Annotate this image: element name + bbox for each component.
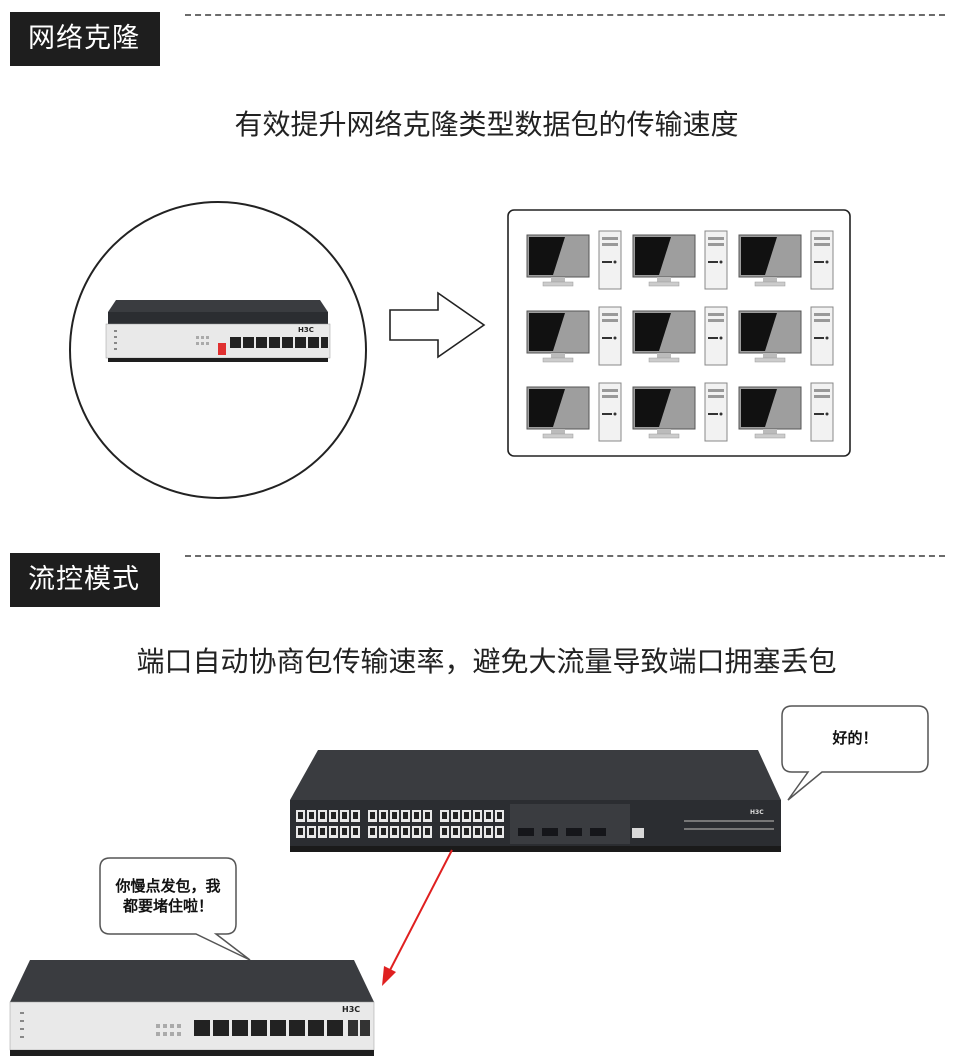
speech-bubble-small-switch: 你慢点发包，我 都要堵住啦！ bbox=[98, 856, 268, 966]
rj45-port bbox=[270, 1020, 286, 1036]
bubble-text-slow-down-2: 都要堵住啦！ bbox=[122, 897, 213, 915]
section-header-network-clone: 网络克隆 bbox=[10, 12, 950, 68]
client-computer-icon bbox=[632, 230, 728, 290]
red-flow-arrow bbox=[374, 848, 464, 988]
svg-text:H3C: H3C bbox=[298, 326, 314, 334]
client-computer-icon bbox=[738, 230, 834, 290]
switch-circle: H3C bbox=[68, 200, 368, 500]
section-header-flow-control: 流控模式 bbox=[10, 553, 950, 609]
rj45-port bbox=[327, 1020, 343, 1036]
client-computer-icon bbox=[632, 382, 728, 442]
section-divider bbox=[185, 14, 945, 16]
rj45-port bbox=[194, 1020, 210, 1036]
bubble-text-ok: 好的！ bbox=[832, 729, 878, 747]
client-computer-icon bbox=[738, 306, 834, 366]
uplink-port bbox=[348, 1020, 358, 1036]
client-grid-panel bbox=[507, 209, 851, 457]
speech-bubble-shape bbox=[781, 705, 929, 801]
rj45-port bbox=[213, 1020, 229, 1036]
access-switch: H3C bbox=[9, 960, 375, 1056]
forward-arrow bbox=[388, 290, 488, 360]
client-computer-icon bbox=[526, 230, 622, 290]
rj45-port bbox=[232, 1020, 248, 1036]
speech-bubble-shape bbox=[99, 857, 251, 961]
section-divider bbox=[185, 555, 945, 557]
section-tag-flow-control: 流控模式 bbox=[10, 553, 160, 607]
red-arrow-icon bbox=[382, 849, 453, 986]
rj45-port bbox=[308, 1020, 324, 1036]
speech-bubble-core-switch: 好的！ bbox=[780, 704, 940, 804]
section-tag-network-clone: 网络克隆 bbox=[10, 12, 160, 66]
small-switch-circle-illustration: H3C bbox=[69, 201, 367, 499]
client-computer-icon bbox=[526, 382, 622, 442]
network-clone-subtitle: 有效提升网络克隆类型数据包的传输速度 bbox=[234, 108, 739, 141]
core-switch: H3C bbox=[290, 750, 781, 852]
client-computer-icon bbox=[738, 382, 834, 442]
client-computer-icon bbox=[526, 306, 622, 366]
client-computer-icon bbox=[632, 306, 728, 366]
flow-control-subtitle: 端口自动协商包传输速率，避免大流量导致端口拥塞丢包 bbox=[136, 645, 837, 678]
svg-text:H3C: H3C bbox=[750, 809, 764, 816]
bubble-text-slow-down-1: 你慢点发包，我 bbox=[115, 877, 221, 895]
hollow-arrow-icon bbox=[389, 291, 486, 359]
core-switch-illustration: H3C bbox=[288, 748, 783, 858]
rj45-port bbox=[251, 1020, 267, 1036]
access-switch-illustration: H3C bbox=[8, 958, 376, 1058]
uplink-port bbox=[360, 1020, 370, 1036]
svg-text:H3C: H3C bbox=[342, 1005, 360, 1014]
client-computers-grid bbox=[507, 209, 851, 457]
rj45-port bbox=[289, 1020, 305, 1036]
